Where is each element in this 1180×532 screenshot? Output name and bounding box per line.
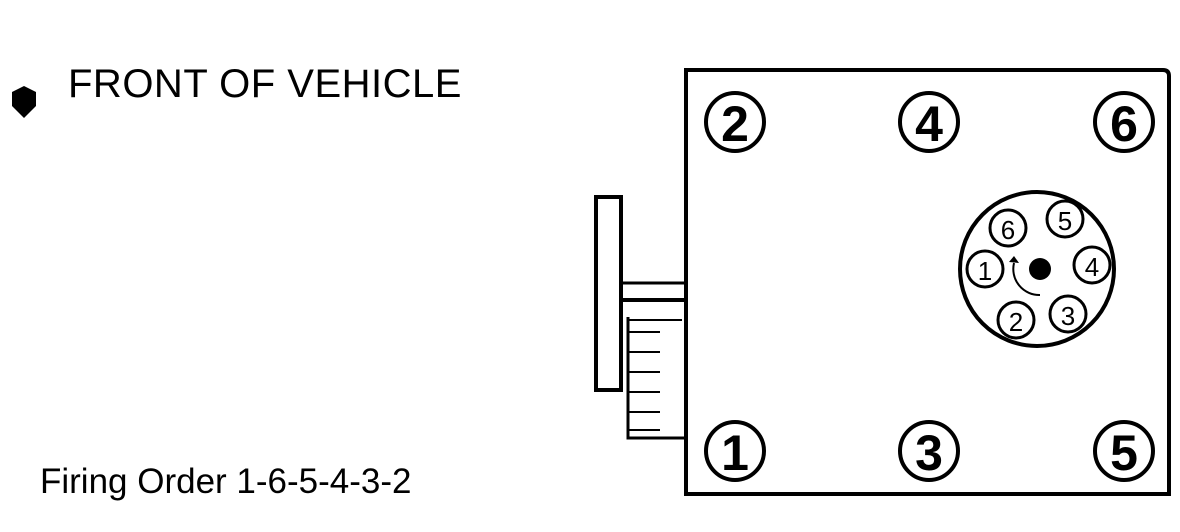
cylinder-bottom-left: 1 [704,420,766,482]
cylinder-bottom-middle: 3 [898,420,960,482]
front-of-vehicle-label: FRONT OF VEHICLE [68,62,462,106]
svg-text:5: 5 [1058,206,1072,236]
distributor-terminal: 2 [996,300,1036,340]
cylinder-top-left: 2 [704,91,766,153]
cylinder-number: 2 [721,96,749,152]
svg-text:1: 1 [978,256,992,286]
firing-order-label: Firing Order 1-6-5-4-3-2 [40,462,412,501]
cylinder-top-middle: 4 [898,91,960,153]
cylinder-number: 5 [1110,425,1138,481]
cylinder-number: 4 [915,96,943,152]
cylinder-bottom-right: 5 [1093,420,1155,482]
rotation-arrow-icon [1012,262,1041,297]
distributor-terminal: 5 [1045,199,1085,239]
rotor-center [1029,258,1051,280]
svg-text:4: 4 [1085,252,1099,282]
engine-block-outline [684,68,1171,496]
svg-text:3: 3 [1061,301,1075,331]
cylinder-number: 6 [1110,96,1138,152]
front-marker-icon [12,86,36,118]
distributor-terminal: 1 [965,249,1005,289]
distributor-terminal: 6 [988,208,1028,248]
cylinder-top-right: 6 [1093,91,1155,153]
distributor-cap: 6 5 1 4 2 3 [958,190,1116,348]
svg-text:6: 6 [1001,215,1015,245]
distributor-terminal: 4 [1072,245,1112,285]
timing-scale [626,317,685,440]
svg-text:2: 2 [1009,307,1023,337]
crank-pulley [594,195,623,392]
distributor-terminal: 3 [1048,294,1088,334]
cylinder-number: 3 [915,425,943,481]
cylinder-number: 1 [721,425,749,481]
